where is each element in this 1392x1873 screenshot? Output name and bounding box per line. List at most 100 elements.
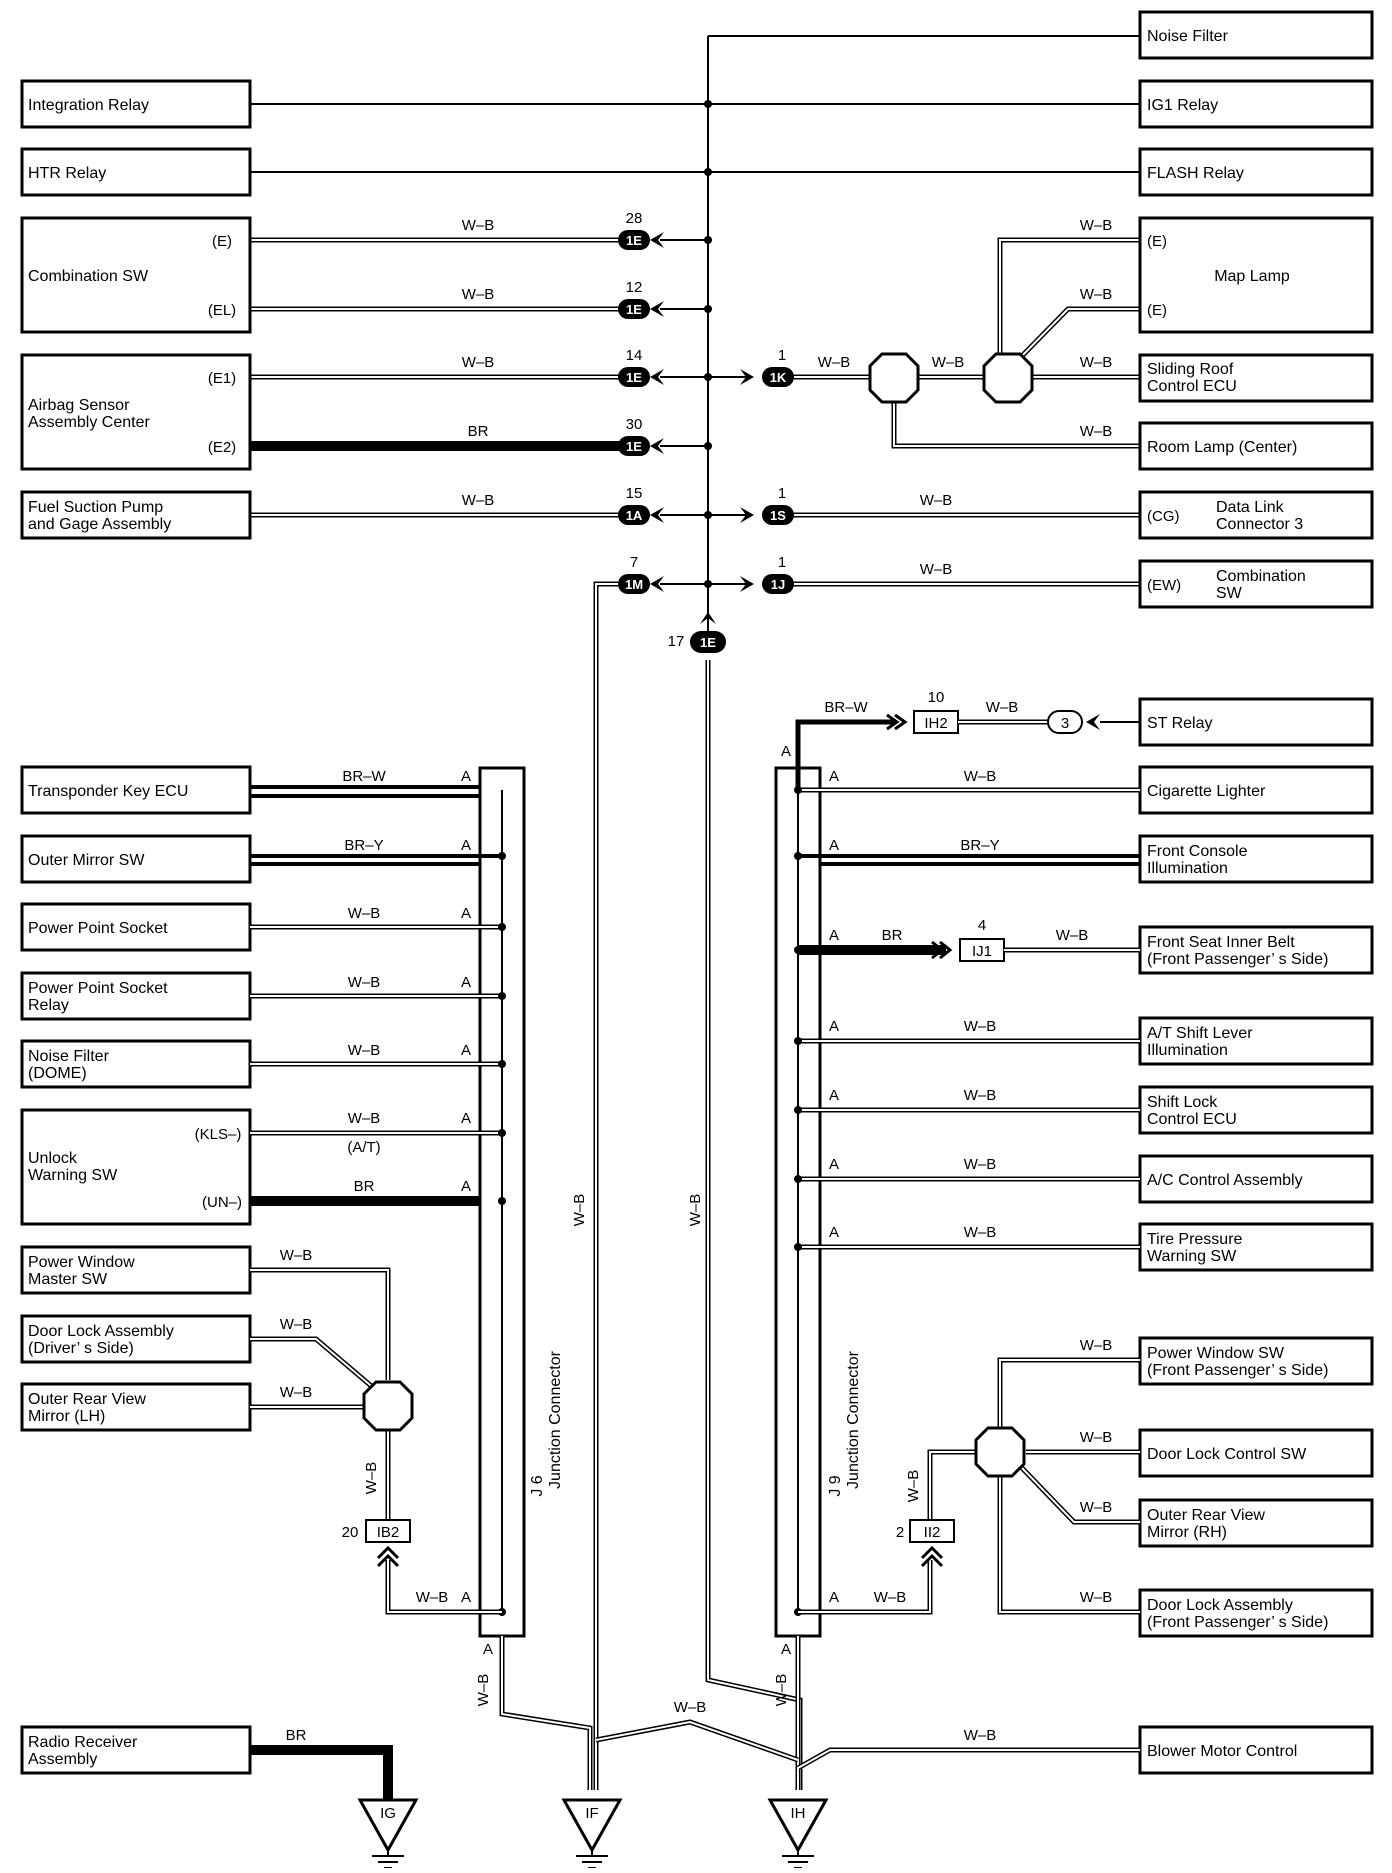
power-point-socket-label: Power Point Socket xyxy=(28,920,168,937)
svg-text:2: 2 xyxy=(896,1524,904,1541)
pin-e2: (E2) xyxy=(208,439,236,456)
wire-label: W–B xyxy=(905,1470,922,1503)
wire-label: BR xyxy=(468,423,489,440)
fuel-pump-box xyxy=(20,490,252,540)
noise-filter-dome-label: Noise Filter(DOME) xyxy=(28,1048,110,1082)
svg-text:IB2: IB2 xyxy=(377,1524,400,1541)
front-seat-belt-label: Front Seat Inner Belt(Front Passenger’ s… xyxy=(1147,934,1328,968)
outer-rear-view-rh-box xyxy=(1138,1498,1374,1548)
wire-label: BR–W xyxy=(824,699,868,716)
wire-label: W–B xyxy=(932,354,965,371)
pin-cg: (CG) xyxy=(1147,508,1180,525)
wire-label: W–B xyxy=(1080,1429,1113,1446)
combination-sw-2-box xyxy=(1138,559,1374,609)
svg-text:IG: IG xyxy=(380,1805,396,1822)
splice-dot xyxy=(704,168,712,176)
svg-text:12: 12 xyxy=(626,279,643,296)
door-lock-control-sw-box xyxy=(1138,1428,1374,1478)
integration-relay-label: Integration Relay xyxy=(28,97,149,114)
wire-label: W–B xyxy=(1080,217,1113,234)
pin-a: A xyxy=(829,1087,839,1104)
wire-label: BR–W xyxy=(342,768,386,785)
wire-label: W–B xyxy=(1080,423,1113,440)
ground-ih: IH xyxy=(767,1798,829,1869)
power-window-sw-fp-label: Power Window SW(Front Passenger’ s Side) xyxy=(1147,1345,1328,1379)
wire-label: W–B xyxy=(687,1194,704,1227)
svg-text:17: 17 xyxy=(668,633,685,650)
connector-1m-7: 7 1M xyxy=(618,554,664,594)
room-lamp-box xyxy=(1138,421,1374,471)
pin-a: A xyxy=(829,1224,839,1241)
wire-label: W–B xyxy=(986,699,1019,716)
wire-label: W–B xyxy=(1080,1589,1113,1606)
wire-label: W–B xyxy=(475,1674,492,1707)
connector-1s: 1 1S xyxy=(740,485,794,525)
svg-text:7: 7 xyxy=(630,554,638,571)
svg-text:IJ1: IJ1 xyxy=(972,943,992,960)
connector-1a-15: 15 1A xyxy=(618,485,664,525)
wire-label: W–B xyxy=(363,1462,380,1495)
wire-label: W–B xyxy=(280,1316,313,1333)
wire-label: W–B xyxy=(674,1699,707,1716)
wire-label: W–B xyxy=(964,1087,997,1104)
connector-ib2: IB2 20 xyxy=(342,1519,411,1568)
noise-filter-box xyxy=(1138,10,1374,60)
wire-label: W–B xyxy=(571,1194,588,1227)
pin-a: A xyxy=(829,1156,839,1173)
bus-stubs-right xyxy=(708,376,752,585)
wire-label: BR–Y xyxy=(344,837,383,854)
pin-e: (E) xyxy=(1147,302,1167,319)
splice-octagon xyxy=(362,1380,414,1432)
tire-pressure-box xyxy=(1138,1222,1374,1272)
wire-label: W–B xyxy=(280,1247,313,1264)
map-lamp-label: Map Lamp xyxy=(1214,268,1290,285)
connector-1e-17: 1E 17 xyxy=(668,612,726,653)
pin-e: (E) xyxy=(1147,233,1167,250)
flash-relay-box xyxy=(1138,147,1374,197)
splice-dot xyxy=(704,100,712,108)
pin-a: A xyxy=(781,743,791,760)
pin-a: A xyxy=(829,1018,839,1035)
wire-label: BR xyxy=(354,1178,375,1195)
wire-label: W–B xyxy=(462,217,495,234)
htr-relay-label: HTR Relay xyxy=(28,165,106,182)
wire-label: W–B xyxy=(874,1589,907,1606)
wire-label: W–B xyxy=(964,1224,997,1241)
connector-ii2: II2 2 xyxy=(896,1519,955,1568)
combination-sw-box xyxy=(20,216,252,334)
pin-kls: (KLS–) xyxy=(195,1126,242,1143)
wire-label: W–B xyxy=(773,1674,790,1707)
svg-text:10: 10 xyxy=(928,689,945,706)
ig1-relay-label: IG1 Relay xyxy=(1147,97,1218,114)
combination-sw-label: Combination SW xyxy=(28,268,149,285)
svg-text:4: 4 xyxy=(978,917,986,934)
wire-label: W–B xyxy=(920,561,953,578)
j9-id: J 9 xyxy=(827,1475,844,1496)
wire-label: BR xyxy=(882,927,903,944)
wire-label: W–B xyxy=(348,905,381,922)
at-shift-box xyxy=(1138,1016,1374,1066)
splice-octagon xyxy=(974,1426,1026,1478)
map-lamp-box xyxy=(1138,216,1374,334)
wire-label: W–B xyxy=(1080,354,1113,371)
wire-label: W–B xyxy=(818,354,851,371)
transponder-box xyxy=(20,765,252,815)
flash-relay-label: FLASH Relay xyxy=(1147,165,1244,182)
wire-label: W–B xyxy=(462,354,495,371)
sliding-roof-box xyxy=(1138,353,1374,403)
pin-a: A xyxy=(461,1110,471,1127)
dlc3-box xyxy=(1138,490,1374,540)
svg-text:IH2: IH2 xyxy=(924,715,947,732)
shift-lock-box xyxy=(1138,1085,1374,1135)
wire-label: W–B xyxy=(1080,286,1113,303)
wire-label: W–B xyxy=(964,1727,997,1744)
